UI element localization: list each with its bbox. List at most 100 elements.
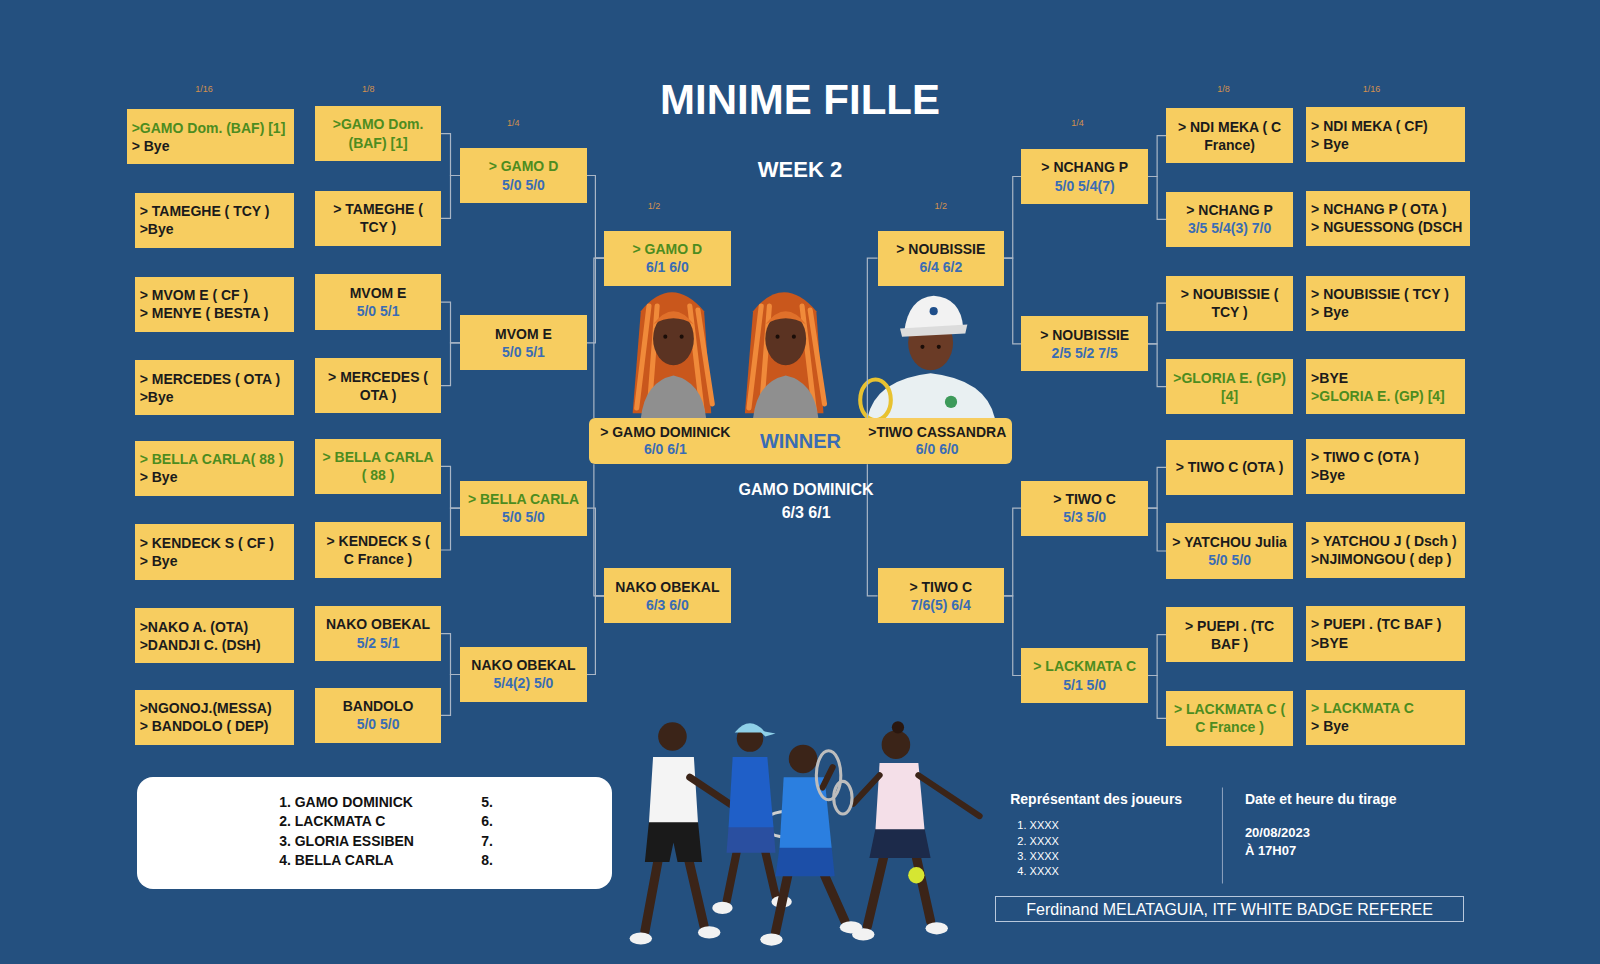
kid-figure: [834, 721, 980, 940]
bracket-line: [1148, 635, 1166, 676]
player-name: > GAMO D: [609, 240, 726, 258]
score: 6/0 6/0: [865, 441, 1009, 459]
illustration-part: [698, 926, 720, 938]
winner-score: 6/3 6/1: [782, 504, 831, 523]
player-name: >Bye: [140, 220, 289, 238]
match-box: > BELLA CARLA5/0 5/0: [460, 481, 587, 536]
seeds-box: 1. GAMO DOMINICK2. LACKMATA C3. GLORIA E…: [137, 777, 613, 889]
player-name: > NDI MEKA ( CF): [1311, 117, 1460, 135]
player-name: > NCHANG P: [1026, 158, 1143, 176]
entry-box: > MERCEDES ( OTA )>Bye: [135, 360, 294, 415]
illustration-part: [653, 311, 694, 324]
player-name: >GLORIA E. (GP) [4]: [1171, 369, 1288, 405]
score: 3/5 5/4(3) 7/0: [1171, 219, 1288, 237]
player-name: MVOM E: [465, 325, 582, 343]
player-name: >Bye: [1311, 466, 1460, 484]
seed-entry: 5.: [481, 793, 493, 813]
illustration-part: [824, 875, 844, 921]
illustration-part: [920, 345, 924, 349]
round-label: 1/4: [507, 118, 520, 129]
player-name: > NDI MEKA ( C France): [1171, 118, 1288, 154]
bracket-line: [1004, 596, 1021, 676]
player-name: >BYE: [1311, 369, 1460, 387]
score: 5/0 5/0: [320, 715, 436, 733]
match-box: > GAMO D6/1 6/0: [604, 231, 731, 286]
entry-box: > PUEPI . (TC BAF )>BYE: [1306, 606, 1465, 661]
round-label: 1/16: [195, 83, 213, 94]
bracket-line: [1004, 177, 1021, 259]
bracket-line: [441, 634, 460, 675]
player-name: > KENDECK S ( C France ): [320, 532, 436, 568]
player-name: > NCHANG P ( OTA ): [1311, 200, 1465, 218]
seed-entry: 6.: [481, 812, 493, 832]
match-box: > LACKMATA C5/1 5/0: [1021, 648, 1148, 703]
player-name: >GAMO Dom. (BAF) [1]: [320, 115, 436, 151]
player-name: NAKO OBEKAL: [609, 578, 726, 596]
player-name: BANDOLO: [320, 697, 436, 715]
score: 5/2 5/1: [320, 634, 436, 652]
match-box: > MERCEDES ( OTA ): [315, 358, 441, 413]
player-name: >Bye: [140, 388, 289, 406]
player-name: > NOUBISSIE: [883, 240, 1000, 258]
player-name: >TIWO CASSANDRA: [865, 424, 1009, 442]
winner-photo: [633, 292, 713, 418]
illustration-part: [926, 922, 948, 934]
representative-entry: 3. XXXX: [1017, 851, 1059, 864]
player-name: > LACKMATA C ( C France ): [1171, 700, 1288, 736]
player-name: >NJIMONGOU ( dep ): [1311, 550, 1460, 568]
score: 5/0 5/0: [465, 176, 582, 194]
player-name: > Bye: [1311, 717, 1460, 735]
draw-time: À 17H07: [1245, 843, 1296, 859]
match-box: > NDI MEKA ( C France): [1166, 108, 1293, 163]
match-box: > YATCHOU Julia5/0 5/0: [1166, 523, 1293, 578]
bracket-line: [1148, 508, 1166, 551]
finalist-box: >TIWO CASSANDRA6/0 6/0: [862, 418, 1012, 464]
finalist-box: > GAMO DOMINICK6/0 6/1: [589, 418, 742, 464]
illustration-part: [765, 852, 775, 896]
match-box: > TIWO C (OTA ): [1166, 440, 1293, 495]
player-name: > Bye: [1311, 135, 1460, 153]
player-name: >NGONOJ.(MESSA): [140, 699, 289, 717]
illustration-part: [930, 307, 938, 315]
illustration-part: [853, 775, 880, 804]
player-name: > TAMEGHE ( TCY ): [320, 200, 436, 236]
entry-box: > BELLA CARLA( 88 )> Bye: [135, 441, 294, 496]
score: 5/3 5/0: [1026, 508, 1143, 526]
draw-date: 20/08/2023: [1245, 825, 1310, 841]
player-name: > YATCHOU J ( Dsch ): [1311, 532, 1460, 550]
entry-box: > MVOM E ( CF )> MENYE ( BESTA ): [135, 277, 294, 332]
player-name: > MVOM E ( CF ): [140, 286, 289, 304]
bracket-line: [1148, 676, 1166, 719]
player-name: > Bye: [1311, 303, 1460, 321]
bracket-line: [441, 343, 460, 386]
illustration-part: [852, 928, 874, 940]
player-name: > LACKMATA C: [1311, 699, 1460, 717]
illustration-part: [822, 767, 832, 787]
score: 6/1 6/0: [609, 258, 726, 276]
match-box: > GAMO D5/0 5/0: [460, 148, 587, 203]
score: 5/4(2) 5/0: [465, 674, 582, 692]
bracket-line: [587, 258, 604, 343]
player-name: NAKO OBEKAL: [465, 656, 582, 674]
section-heading: Représentant des joueurs: [1010, 791, 1182, 808]
entry-box: > TIWO C (OTA )>Bye: [1306, 439, 1465, 494]
player-name: > NGUESSONG (DSCH: [1311, 218, 1465, 236]
player-name: > BELLA CARLA ( 88 ): [320, 448, 436, 484]
entry-box: > TAMEGHE ( TCY )>Bye: [135, 193, 294, 248]
player-name: >GAMO Dom. (BAF) [1]: [132, 119, 289, 137]
match-box: > NOUBISSIE2/5 5/2 7/5: [1021, 316, 1148, 371]
week-label: WEEK 2: [758, 157, 842, 183]
player-name: > BELLA CARLA( 88 ): [140, 450, 289, 468]
entry-box: > LACKMATA C> Bye: [1306, 690, 1465, 745]
match-box: >GLORIA E. (GP) [4]: [1166, 359, 1293, 414]
player-name: > LACKMATA C: [1026, 657, 1143, 675]
player-name: > NOUBISSIE ( TCY ): [1171, 285, 1288, 321]
score: 6/0 6/1: [592, 441, 739, 459]
illustration-part: [649, 757, 698, 822]
bracket-line: [1004, 508, 1021, 596]
final-band: WINNER> GAMO DOMINICK6/0 6/1>TIWO CASSAN…: [589, 418, 1012, 464]
illustration-part: [630, 932, 652, 944]
illustration-part: [908, 867, 924, 883]
illustration-part: [869, 828, 930, 858]
entry-box: >NAKO A. (OTA)>DANDJI C. (DSH): [135, 608, 294, 663]
